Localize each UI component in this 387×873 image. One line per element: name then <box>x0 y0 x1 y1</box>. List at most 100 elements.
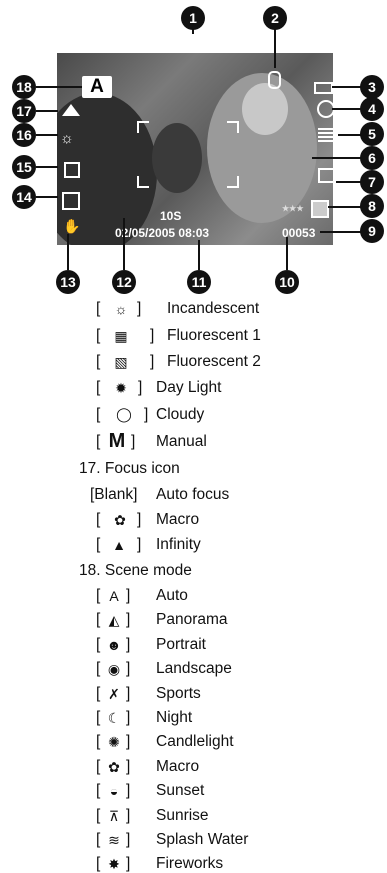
wb-label-fluorescent-1: Fluorescent 1 <box>167 327 261 344</box>
leader-line <box>332 108 362 110</box>
bracket-open: [ <box>96 685 101 702</box>
bracket-open: [ <box>96 353 101 370</box>
bracket-close: ] <box>126 709 131 726</box>
quality-icon <box>311 200 329 218</box>
fluorescent-1-icon: ▦ <box>114 328 128 344</box>
portrait-icon: ☻ <box>106 637 122 653</box>
wb-label-incandescent: Incandescent <box>167 300 260 317</box>
bracket-open: [ <box>96 733 101 750</box>
leader-line <box>312 157 362 159</box>
macro-icon: ✿ <box>114 512 126 528</box>
sunset-icon: ◒ <box>109 783 119 799</box>
callout-14: 14 <box>12 185 36 209</box>
stabilizer-icon: ✋ <box>63 218 81 234</box>
incandescent-icon: ☼ <box>114 301 128 317</box>
scene-label-sports: Sports <box>156 685 201 702</box>
bracket-open: [ <box>96 709 101 726</box>
scene-label-sunset: Sunset <box>156 782 205 799</box>
sunrise-icon: ⊼ <box>108 808 120 824</box>
leader-line <box>36 134 58 136</box>
callout-11: 11 <box>187 270 211 294</box>
mic-icon <box>268 71 281 89</box>
scene-label-splash-water: Splash Water <box>156 831 249 848</box>
self-timer-text: 10S <box>160 209 182 223</box>
panorama-icon: ◭ <box>108 612 120 628</box>
callout-9: 9 <box>360 219 384 243</box>
bracket-close: ] <box>150 327 155 344</box>
bracket-close: ] <box>126 782 131 799</box>
splash-water-icon: ≋ <box>108 832 120 848</box>
quality-stars: ★★★ <box>282 204 304 213</box>
leader-line <box>36 166 58 168</box>
auto-scene-icon: A <box>109 588 119 604</box>
scene-label-macro: Macro <box>156 758 200 775</box>
white-balance-icon: ☼ <box>60 130 74 147</box>
bracket-close: ] <box>126 660 131 677</box>
zoom-wide-label: W <box>66 29 77 41</box>
leader-line <box>336 181 362 183</box>
bracket-open: [ <box>96 587 101 604</box>
leader-line <box>67 234 69 270</box>
cloudy-icon: ◯ <box>116 406 132 422</box>
bracket-close: ] <box>126 611 131 628</box>
sports-icon: ✗ <box>108 686 120 702</box>
callout-17: 17 <box>12 99 36 123</box>
bracket-open: [ <box>96 536 101 553</box>
bracket-close: ] <box>131 433 136 450</box>
scene-label-fireworks: Fireworks <box>156 855 224 872</box>
callout-4: 4 <box>360 97 384 121</box>
bracket-close: ] <box>126 587 131 604</box>
leader-line <box>36 86 82 88</box>
bracket-open: [ <box>96 660 101 677</box>
bracket-close: ] <box>150 353 155 370</box>
lcd-screen <box>57 53 333 245</box>
focus-heading: 17. Focus icon <box>79 460 180 477</box>
battery-icon <box>314 82 333 94</box>
callout-6: 6 <box>360 146 384 170</box>
infinity-icon: ▲ <box>112 537 126 553</box>
bracket-open: [ <box>96 758 101 775</box>
leader-line <box>36 196 58 198</box>
shots-remaining-text: 00053 <box>282 226 316 240</box>
leader-line <box>36 110 58 112</box>
scene-label-portrait: Portrait <box>156 636 206 653</box>
callout-16: 16 <box>12 123 36 147</box>
scene-label-panorama: Panorama <box>156 611 228 628</box>
af-bracket-bl <box>137 176 149 188</box>
manual-icon: M <box>108 430 126 452</box>
exposure-icon <box>62 192 80 210</box>
callout-12: 12 <box>112 270 136 294</box>
callout-15: 15 <box>12 155 36 179</box>
bracket-open: [ <box>96 327 101 344</box>
leader-line <box>332 86 362 88</box>
capture-mode-icon <box>318 168 337 183</box>
callout-7: 7 <box>360 170 384 194</box>
landscape-focus-icon <box>62 104 80 116</box>
bracket-open: [ <box>96 611 101 628</box>
bracket-close: ] <box>126 733 131 750</box>
wb-label-manual: Manual <box>156 433 207 450</box>
leader-line <box>198 240 200 270</box>
bracket-open: [ <box>96 511 101 528</box>
bracket-open: [ <box>96 807 101 824</box>
af-bracket-br <box>227 176 239 188</box>
focus-label-macro: Macro <box>156 511 200 528</box>
bracket-open: [ <box>96 831 101 848</box>
leader-line <box>274 28 276 68</box>
af-bracket-tl <box>137 121 149 133</box>
scene-label-auto: Auto <box>156 587 188 604</box>
candlelight-icon: ✺ <box>108 734 120 750</box>
metering-icon <box>64 162 80 178</box>
bracket-open: [ <box>96 636 101 653</box>
bracket-close: ] <box>137 300 142 317</box>
bracket-close: ] <box>126 636 131 653</box>
bracket-close: ] <box>137 536 142 553</box>
callout-2: 2 <box>263 6 287 30</box>
bracket-close: ] <box>144 406 149 423</box>
datetime-text: 02/05/2005 08:03 <box>115 226 210 240</box>
bracket-open: [ <box>96 406 101 423</box>
fluorescent-2-icon: ▧ <box>114 354 128 370</box>
leader-line <box>338 134 362 136</box>
bracket-close: ] <box>137 511 142 528</box>
callout-5: 5 <box>360 122 384 146</box>
